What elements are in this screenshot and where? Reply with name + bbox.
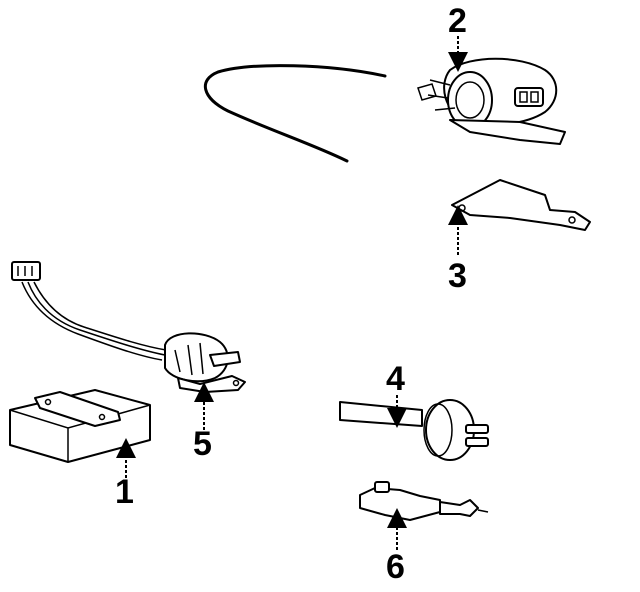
wiring-harness <box>11 261 167 361</box>
part-5-vacuum-valve <box>164 332 246 393</box>
callout-3: 3 <box>448 257 467 295</box>
callout-4: 4 <box>386 360 405 398</box>
right-vacuum-hose <box>479 249 615 443</box>
part-6-check-valve <box>359 481 489 521</box>
callout-2: 2 <box>448 2 467 40</box>
part-1-control-module <box>9 389 151 463</box>
middle-vacuum-hose <box>156 299 553 418</box>
callout-1: 1 <box>115 473 134 511</box>
lead-lines <box>116 36 468 550</box>
upper-vacuum-hose <box>196 59 388 168</box>
part-3-bracket <box>451 179 591 231</box>
callout-5: 5 <box>193 425 212 463</box>
part-2-actuator <box>417 57 566 145</box>
part-4-vacuum-diaphragm <box>339 399 489 461</box>
callout-6: 6 <box>386 548 405 586</box>
